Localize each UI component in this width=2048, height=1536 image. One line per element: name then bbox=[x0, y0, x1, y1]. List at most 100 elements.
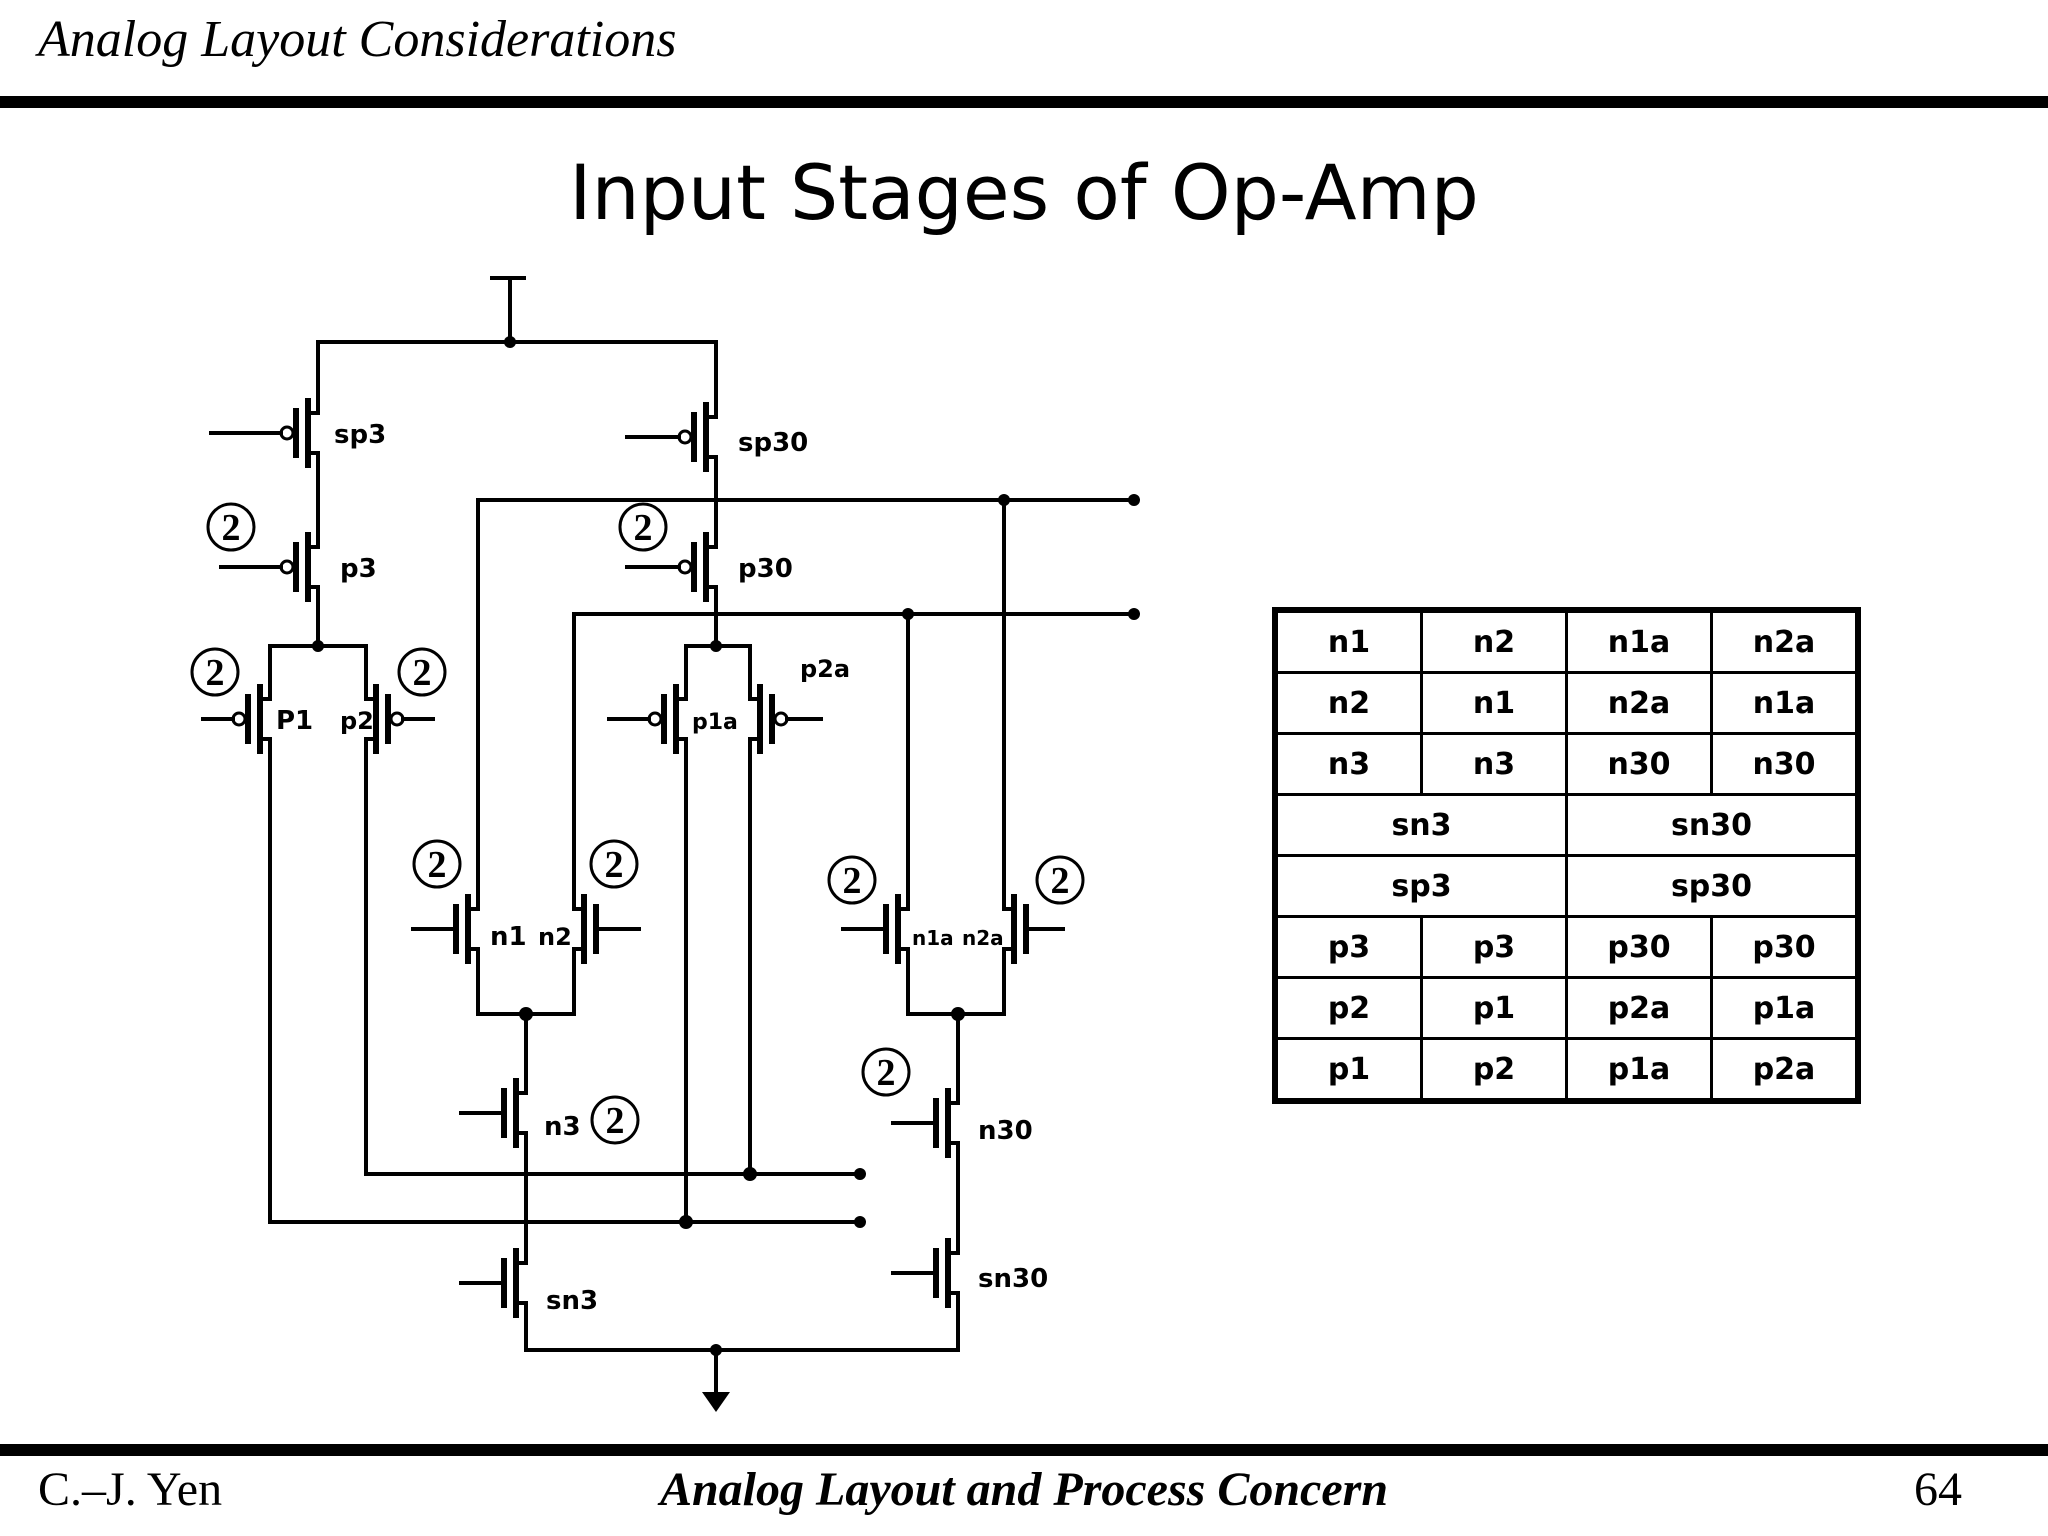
label-sn3: sn3 bbox=[546, 1286, 598, 1316]
table-cell: p3 bbox=[1273, 915, 1423, 979]
label-sn30: sn30 bbox=[978, 1264, 1048, 1294]
multiplier-markers: 2 2 2 2 2 2 2 2 2 2 bbox=[190, 502, 1085, 1145]
table-cell: p30 bbox=[1565, 915, 1713, 979]
transistor-p30 bbox=[625, 532, 718, 602]
table-cell: n3 bbox=[1273, 732, 1423, 796]
multiplier-marker: 2 bbox=[206, 502, 256, 552]
transistor-n1 bbox=[411, 894, 480, 964]
transistor-sp3 bbox=[209, 398, 320, 468]
label-n1a: n1a bbox=[912, 926, 954, 950]
svg-text:2: 2 bbox=[606, 1100, 625, 1142]
table-cell: sn3 bbox=[1273, 793, 1568, 857]
header-rule bbox=[0, 96, 2048, 108]
table-cell: sp3 bbox=[1273, 854, 1568, 918]
ground-arrow bbox=[702, 1392, 730, 1412]
slide-title: Input Stages of Op-Amp bbox=[569, 148, 1479, 237]
transistor-sn30 bbox=[891, 1238, 960, 1308]
transistor-p2 bbox=[364, 684, 435, 754]
label-p2a: p2a bbox=[800, 655, 850, 683]
table-cell: p3 bbox=[1420, 915, 1568, 979]
table-cell: sp30 bbox=[1565, 854, 1860, 918]
table-cell: n3 bbox=[1420, 732, 1568, 796]
table-cell: n2 bbox=[1273, 671, 1423, 735]
transistor-sp30 bbox=[625, 402, 718, 472]
transistor-n2a bbox=[1002, 894, 1065, 964]
table-cell: p1a bbox=[1565, 1037, 1713, 1103]
label-p1: P1 bbox=[276, 706, 313, 736]
label-n1: n1 bbox=[490, 922, 527, 952]
junction-dots bbox=[312, 336, 1140, 1356]
table-cell: n2a bbox=[1710, 608, 1860, 674]
table-cell: n1 bbox=[1420, 671, 1568, 735]
label-n30: n30 bbox=[978, 1116, 1033, 1146]
footer-rule bbox=[0, 1444, 2048, 1456]
footer-author: C.–J. Yen bbox=[38, 1463, 223, 1516]
label-sp30: sp30 bbox=[738, 428, 808, 458]
multiplier-marker: 2 bbox=[412, 839, 462, 889]
label-p30: p30 bbox=[738, 554, 793, 584]
table-cell: n2a bbox=[1565, 671, 1713, 735]
table-cell: n1a bbox=[1710, 671, 1860, 735]
multiplier-marker: 2 bbox=[618, 502, 668, 552]
table-cell: p1 bbox=[1273, 1037, 1423, 1103]
footer-course: Analog Layout and Process Concern bbox=[659, 1463, 1389, 1516]
svg-text:2: 2 bbox=[877, 1052, 896, 1094]
transistor-n3 bbox=[459, 1078, 528, 1148]
transistor-p2a bbox=[748, 684, 823, 754]
svg-text:2: 2 bbox=[428, 844, 447, 886]
table-cell: p2 bbox=[1420, 1037, 1568, 1103]
multiplier-marker: 2 bbox=[190, 647, 240, 697]
page-number: 64 bbox=[1914, 1463, 1962, 1516]
multiplier-marker: 2 bbox=[827, 855, 877, 905]
svg-text:2: 2 bbox=[1051, 860, 1070, 902]
table-cell: sn30 bbox=[1565, 793, 1860, 857]
label-n2: n2 bbox=[538, 923, 572, 951]
table-cell: p30 bbox=[1710, 915, 1860, 979]
transistor-p1a bbox=[607, 684, 688, 754]
table-cell: n2 bbox=[1420, 608, 1568, 674]
multiplier-marker: 2 bbox=[590, 1095, 640, 1145]
table-cell: n1 bbox=[1273, 608, 1423, 674]
label-n2a: n2a bbox=[962, 926, 1004, 950]
multiplier-marker: 2 bbox=[861, 1047, 911, 1097]
svg-text:2: 2 bbox=[413, 652, 432, 694]
svg-text:2: 2 bbox=[634, 507, 653, 549]
table-cell: p1a bbox=[1710, 976, 1860, 1040]
header-title: Analog Layout Considerations bbox=[38, 11, 677, 68]
label-p3: p3 bbox=[340, 554, 377, 584]
multiplier-marker: 2 bbox=[589, 839, 639, 889]
svg-text:2: 2 bbox=[843, 860, 862, 902]
label-sp3: sp3 bbox=[334, 420, 386, 450]
transistor-sn3 bbox=[459, 1248, 528, 1318]
svg-text:2: 2 bbox=[222, 507, 241, 549]
multiplier-marker: 2 bbox=[397, 647, 447, 697]
transistor-n2 bbox=[572, 894, 641, 964]
transistor-symbols bbox=[201, 398, 1065, 1318]
circuit-wires bbox=[268, 276, 1136, 1396]
transistor-p1 bbox=[201, 684, 272, 754]
label-p2: p2 bbox=[340, 707, 374, 735]
multiplier-marker: 2 bbox=[1035, 855, 1085, 905]
transistor-p3 bbox=[219, 532, 320, 602]
svg-text:2: 2 bbox=[206, 652, 225, 694]
table-cell: p2a bbox=[1565, 976, 1713, 1040]
table-cell: p2a bbox=[1710, 1037, 1860, 1103]
table-cell: n1a bbox=[1565, 608, 1713, 674]
table-cell: n30 bbox=[1710, 732, 1860, 796]
transistor-n1a bbox=[841, 894, 910, 964]
label-p1a: p1a bbox=[692, 710, 738, 735]
label-n3: n3 bbox=[544, 1112, 581, 1142]
table-cell: p1 bbox=[1420, 976, 1568, 1040]
transistor-n30 bbox=[891, 1088, 960, 1158]
